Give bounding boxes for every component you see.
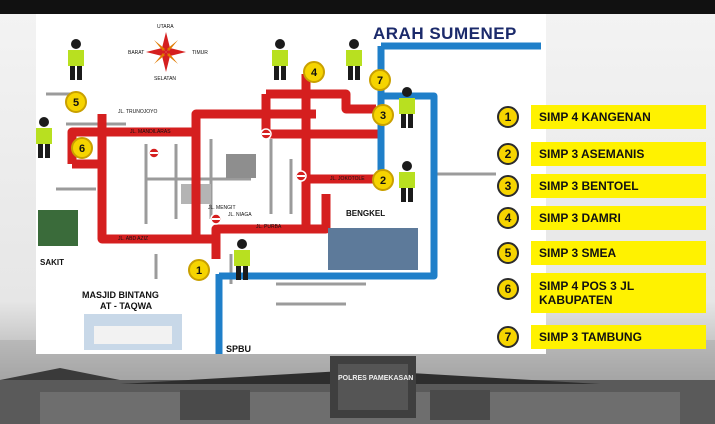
compass-south: SELATAN <box>154 76 177 82</box>
legend-item: 5 <box>497 241 519 265</box>
svg-text:3: 3 <box>380 110 386 122</box>
street-label: JL. TRUNOJOYO <box>118 109 158 115</box>
legend-item: 2 <box>497 142 519 166</box>
legend-label: SIMP 3 TAMBUNG <box>531 325 706 349</box>
svg-text:7: 7 <box>377 75 383 87</box>
street-label: JL. ABD AZIZ <box>118 236 149 242</box>
legend-item: 7 <box>497 325 519 349</box>
legend-item: 1 <box>497 105 519 129</box>
masjid-label-2: AT - TAQWA <box>100 301 153 311</box>
street-label: JL. MANDILARAS <box>130 129 171 135</box>
main-route <box>67 74 381 259</box>
svg-text:5: 5 <box>73 97 79 109</box>
legend-label: SIMP 3 DAMRI <box>531 206 706 230</box>
compass-west: BARAT <box>128 50 145 56</box>
street-label: JL. JOKOTOLE <box>330 176 365 182</box>
map-markers: 5 6 4 7 3 2 1 <box>65 61 394 281</box>
legend-number: 5 <box>497 242 519 264</box>
svg-text:4: 4 <box>311 67 318 79</box>
legend-number: 2 <box>497 143 519 165</box>
legend-number: 3 <box>497 175 519 197</box>
street-label: JL. PURBA <box>256 224 282 230</box>
street-label: JL. NIAGA <box>228 212 252 218</box>
legend-item: 6 <box>497 277 519 301</box>
police-officer-icons <box>36 39 415 280</box>
legend-number: 4 <box>497 207 519 229</box>
top-band <box>0 0 715 14</box>
direction-title: ARAH SUMENEP <box>373 24 517 43</box>
road-closed-signs <box>148 128 307 225</box>
legend-label: SIMP 3 SMEA <box>531 241 706 265</box>
legend-number: 7 <box>497 326 519 348</box>
legend-number: 6 <box>497 278 519 300</box>
legend-label: SIMP 3 BENTOEL <box>531 174 706 198</box>
compass-east: TIMUR <box>192 50 208 56</box>
legend-item: 4 <box>497 206 519 230</box>
legend-number: 1 <box>497 106 519 128</box>
svg-text:6: 6 <box>79 143 85 155</box>
compass-icon <box>146 32 186 72</box>
legend-label: SIMP 3 ASEMANIS <box>531 142 706 166</box>
hospital-photo <box>38 210 78 246</box>
sakit-label: SAKIT <box>40 258 64 267</box>
legend-label: SIMP 4 POS 3 JL KABUPATEN <box>531 273 706 313</box>
spbu-label: SPBU <box>226 344 252 354</box>
polres-sign: POLRES PAMEKASAN <box>338 375 414 382</box>
legend-item: 3 <box>497 174 519 198</box>
svg-text:2: 2 <box>380 175 386 187</box>
compass-north: UTARA <box>157 24 174 30</box>
traffic-map: 5 6 4 7 3 2 1 <box>36 14 546 354</box>
street-label: JL. MENGIT <box>208 205 236 211</box>
secondary-streets <box>46 92 496 306</box>
police-building-image <box>0 340 715 424</box>
bengkel-photo <box>328 228 418 270</box>
legend-label: SIMP 4 KANGENAN <box>531 105 706 129</box>
masjid-label: MASJID BINTANG <box>82 290 159 300</box>
building-block <box>226 154 256 178</box>
svg-text:1: 1 <box>196 265 202 277</box>
bengkel-label: BENGKEL <box>346 209 386 218</box>
